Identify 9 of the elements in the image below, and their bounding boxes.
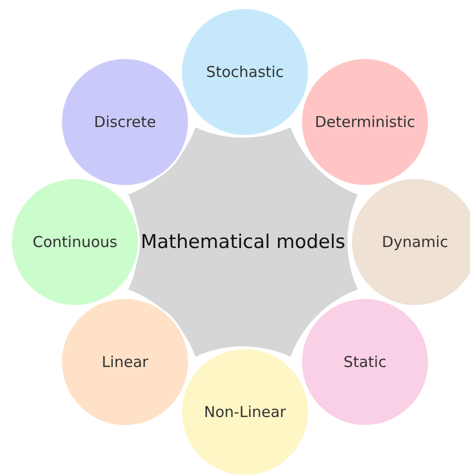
category-label: Linear: [102, 353, 148, 371]
category-label: Static: [344, 353, 386, 371]
category-label: Non-Linear: [204, 403, 286, 421]
category-label: Deterministic: [314, 113, 416, 131]
category-label: Continuous: [32, 233, 118, 251]
category-label: Discrete: [94, 113, 156, 131]
central-label: Mathematical models: [140, 231, 346, 253]
category-label: Dynamic: [382, 233, 448, 251]
category-label: Stochastic: [206, 63, 284, 81]
